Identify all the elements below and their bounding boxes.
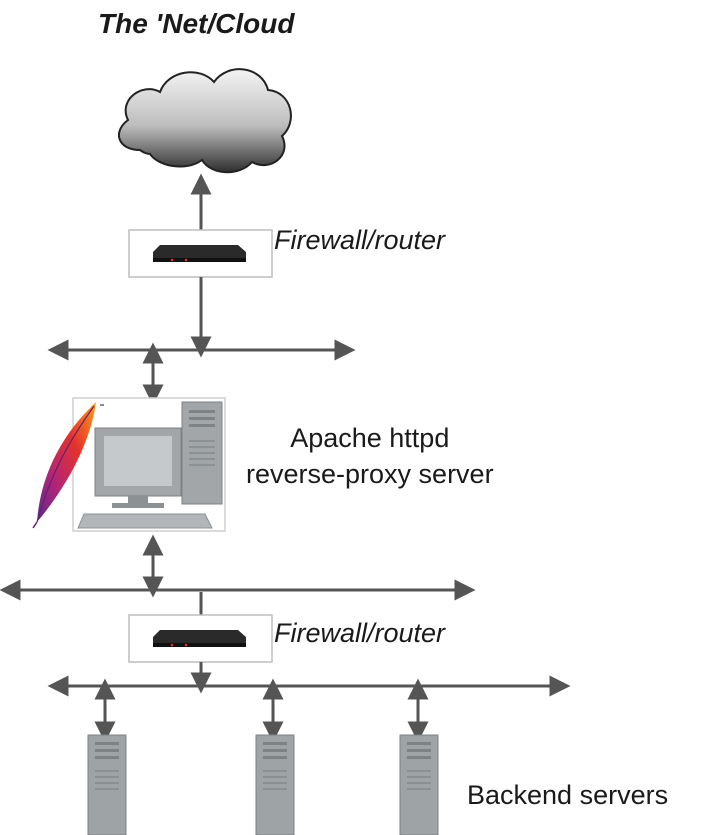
computer-icon [77,401,223,529]
firewall-bottom-label: Firewall/router [274,618,446,648]
proxy-label-line2: reverse-proxy server [246,459,494,489]
firewall-router-top [128,229,273,278]
cloud-title: The 'Net/Cloud [98,8,295,39]
firewall-router-bottom [128,614,273,663]
apache-feather-logo [32,402,104,529]
server-tower-icon [255,734,295,835]
proxy-server-computer [32,397,226,532]
proxy-server-label: Apache httpd reverse-proxy server [246,420,494,492]
backend-servers-label: Backend servers [467,780,669,810]
proxy-label-line1: Apache httpd [290,423,450,453]
backend-server-2 [255,734,295,835]
server-tower-icon [87,734,127,835]
backend-server-1 [87,734,127,835]
router-icon [153,245,246,262]
router-icon [153,630,246,647]
backend-server-3 [399,734,439,835]
server-tower-icon [399,734,439,835]
cloud-icon [117,68,292,174]
firewall-top-label: Firewall/router [274,225,446,255]
